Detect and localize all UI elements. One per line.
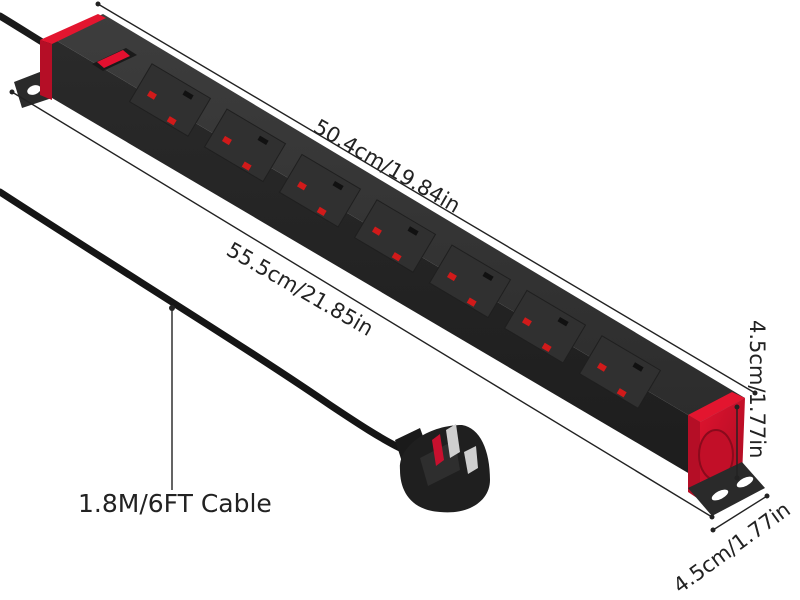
- power-switch[interactable]: [92, 48, 137, 71]
- width-label: 4.5cm/1.77in: [669, 497, 795, 598]
- uk-socket: [578, 335, 662, 409]
- uk-socket: [128, 63, 212, 137]
- uk-socket: [278, 153, 362, 228]
- right-mounting-bracket: [688, 462, 765, 516]
- uk-socket: [353, 199, 437, 273]
- socket-group: [128, 63, 662, 409]
- uk-socket: [428, 244, 512, 319]
- dimension-line-top-length: [95, 1, 758, 396]
- dimension-line-total-length: [9, 89, 715, 520]
- uk-socket: [503, 289, 587, 364]
- uk-plug: [395, 424, 490, 513]
- left-end-cap: [40, 14, 106, 100]
- power-cord: [0, 188, 404, 452]
- uk-socket: [203, 108, 287, 183]
- cable-callout: [169, 305, 175, 490]
- height-label: 4.5cm/1.77in: [745, 320, 769, 458]
- cable-length-label: 1.8M/6FT Cable: [78, 489, 272, 518]
- dimension-line-height: [734, 404, 740, 481]
- dimension-line-width: [710, 493, 770, 533]
